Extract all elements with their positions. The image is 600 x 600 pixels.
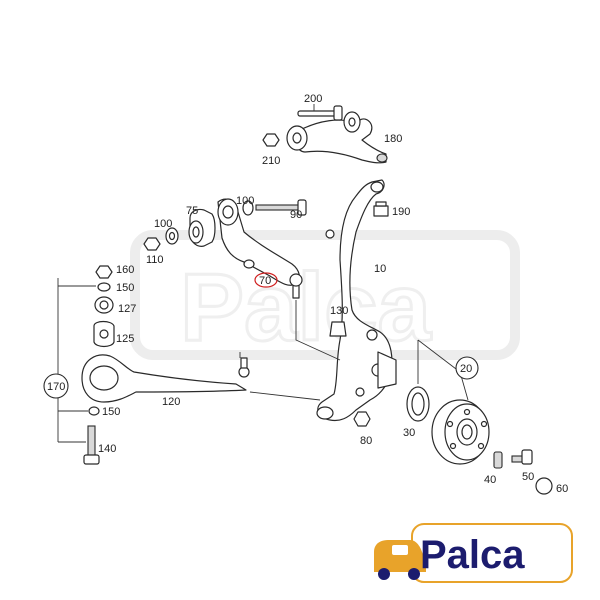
label-75: 75	[186, 205, 198, 217]
washer-150-lower	[88, 406, 100, 416]
label-127: 127	[118, 303, 136, 315]
label-10: 10	[374, 263, 386, 275]
wheel-hub-20	[431, 399, 490, 465]
seal-30	[406, 386, 430, 422]
nut-210	[262, 133, 280, 147]
left-bushing-stack	[93, 265, 115, 348]
callout-170: 170	[43, 373, 69, 399]
logo-text: Palca	[420, 533, 525, 577]
watermark: Palca	[130, 230, 520, 363]
label-130: 130	[330, 305, 348, 317]
label-70: 70	[259, 275, 271, 287]
label-125: 125	[116, 333, 134, 345]
label-20: 20	[460, 363, 472, 375]
label-190: 190	[392, 206, 410, 218]
label-120: 120	[162, 396, 180, 408]
nut-80	[353, 411, 371, 427]
pin-40	[493, 451, 503, 469]
nut-110	[143, 237, 161, 251]
bolt-140	[83, 425, 100, 465]
washer-100	[165, 227, 179, 245]
label-210: 210	[262, 155, 280, 167]
label-80: 80	[360, 435, 372, 447]
tension-strut-120	[81, 354, 250, 403]
palca-logo: Palca	[374, 523, 573, 583]
label-40: 40	[484, 474, 496, 486]
label-150a: 150	[116, 282, 134, 294]
bolt-50	[511, 449, 533, 465]
label-160: 160	[116, 264, 134, 276]
highlight-70: 70	[254, 272, 278, 288]
label-90: 90	[290, 209, 302, 221]
bushing-75	[188, 208, 216, 247]
label-110: 110	[146, 254, 164, 266]
label-150b: 150	[102, 406, 120, 418]
washer-100-top	[242, 200, 254, 216]
clip-190	[373, 201, 389, 217]
bolt-90	[255, 199, 307, 216]
callout-20: 20	[455, 356, 479, 380]
svg-text:Palca: Palca	[180, 254, 431, 361]
label-140: 140	[98, 443, 116, 455]
van-icon	[374, 540, 426, 580]
label-180: 180	[384, 133, 402, 145]
bolt-200	[297, 105, 343, 121]
bolt-130	[329, 321, 347, 337]
cap-60	[535, 477, 553, 495]
label-170: 170	[47, 381, 65, 393]
label-50: 50	[522, 471, 534, 483]
label-100b: 100	[154, 218, 172, 230]
label-30: 30	[403, 427, 415, 439]
upper-control-arm	[286, 111, 388, 164]
label-200: 200	[304, 93, 322, 105]
label-60: 60	[556, 483, 568, 495]
lower-arm-70	[217, 198, 303, 299]
label-100a: 100	[236, 195, 254, 207]
steering-knuckle	[316, 179, 397, 422]
